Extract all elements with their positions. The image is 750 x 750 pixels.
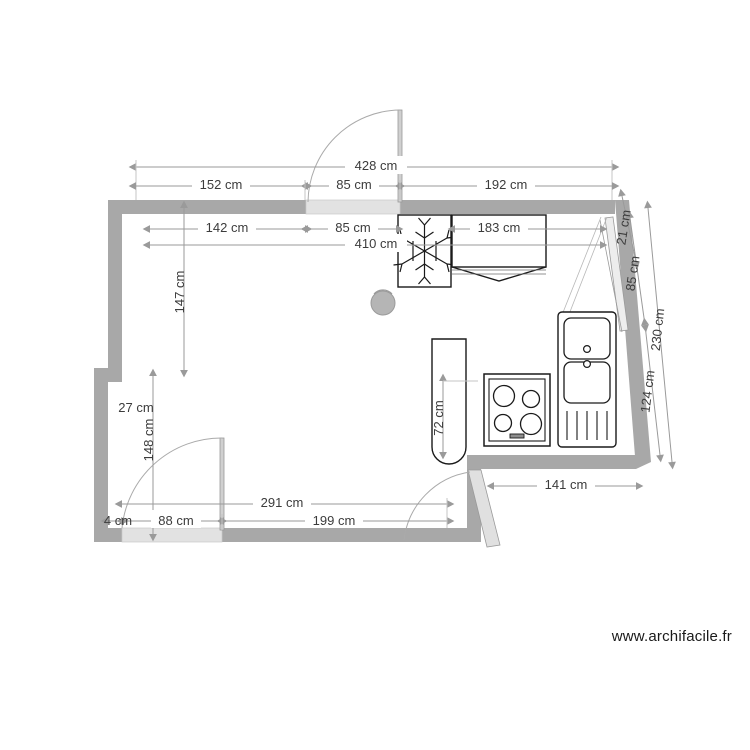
door-right[interactable] — [559, 216, 629, 333]
dim-label-147: 147 cm — [172, 271, 187, 314]
wall-bottom-main — [222, 528, 467, 542]
cooktop-control-panel[interactable] — [509, 433, 525, 439]
sink-drain-2 — [582, 360, 591, 369]
round-stool-back — [373, 289, 393, 295]
cooktop-burner-2[interactable] — [521, 389, 541, 409]
label-bg-141 — [537, 475, 595, 493]
dim-label-4: 4 cm — [104, 513, 132, 528]
round-stool[interactable] — [370, 289, 396, 316]
door-bottom-right-swing-arc — [403, 471, 471, 541]
wall-left-lower — [94, 368, 108, 542]
door-right-swing-line-b — [565, 216, 608, 323]
dim-line-right-85 — [626, 210, 649, 333]
wall-top-right — [400, 200, 615, 214]
label-bg-85-inner — [328, 218, 378, 236]
dim-label-428: 428 cm — [355, 158, 398, 173]
dim-label-142: 142 cm — [206, 220, 249, 235]
wall-interior-return — [467, 455, 636, 469]
dim-label-124: 124 cm — [637, 369, 657, 413]
furniture-group[interactable] — [370, 214, 617, 465]
dim-label-152: 152 cm — [200, 177, 243, 192]
dim-label-72: 72 cm — [431, 400, 446, 435]
door-opening-bottom-left — [121, 527, 223, 543]
cooktop-burner-3[interactable] — [493, 413, 513, 433]
dim-label-410: 410 cm — [355, 236, 398, 251]
dim-label-141: 141 cm — [545, 477, 588, 492]
dim-label-148: 148 cm — [141, 419, 156, 462]
dim-label-21: 21 cm — [613, 209, 633, 246]
door-opening-top — [305, 199, 401, 215]
dim-label-85-inner: 85 cm — [335, 220, 370, 235]
label-bg-192 — [477, 175, 535, 193]
dim-label-183: 183 cm — [478, 220, 521, 235]
cooktop-burner-4[interactable] — [519, 412, 543, 436]
round-stool-seat[interactable] — [370, 290, 396, 316]
label-bg-291 — [253, 493, 311, 511]
door-right-edge — [599, 219, 623, 333]
wall-top-left — [108, 200, 306, 214]
label-bg-410 — [345, 234, 407, 252]
dim-label-88: 88 cm — [158, 513, 193, 528]
dim-label-27: 27 cm — [118, 400, 153, 415]
dim-label-192: 192 cm — [485, 177, 528, 192]
door-bottom-right[interactable] — [403, 469, 501, 548]
label-bg-85-top — [329, 175, 379, 193]
label-bg-199 — [305, 510, 363, 528]
dim-label-230: 230 cm — [648, 308, 667, 352]
sink-drainer — [566, 411, 608, 440]
sink-basin-1[interactable] — [563, 317, 611, 360]
label-bg-428 — [345, 156, 407, 174]
cooktop[interactable] — [483, 373, 551, 447]
dim-label-85-right: 85 cm — [623, 255, 643, 292]
label-bg-88 — [151, 510, 201, 528]
label-bg-152 — [192, 175, 250, 193]
dim-line-right-230 — [644, 200, 676, 470]
watermark-archifacile: www.archifacile.fr — [611, 628, 732, 645]
sink-basin-2[interactable] — [563, 361, 611, 404]
wall-cabinet-hood-v — [451, 266, 547, 282]
dim-label-85-top: 85 cm — [336, 177, 371, 192]
door-right-swing-line-a — [559, 216, 602, 321]
door-bottom-right-leaf[interactable] — [467, 469, 501, 548]
cooktop-burner-1[interactable] — [492, 384, 516, 408]
label-bg-142 — [198, 218, 256, 236]
wall-left-upper — [108, 200, 122, 368]
wall-bottom-left-stub — [94, 528, 122, 542]
sink-drain-1 — [582, 345, 591, 354]
dimension-labels-group: 428 cm 152 cm 85 cm 192 cm 142 cm 85 cm … — [104, 156, 667, 528]
dim-label-199: 199 cm — [313, 513, 356, 528]
dim-label-291: 291 cm — [261, 495, 304, 510]
label-bg-183 — [470, 218, 528, 236]
sink[interactable] — [557, 311, 617, 448]
